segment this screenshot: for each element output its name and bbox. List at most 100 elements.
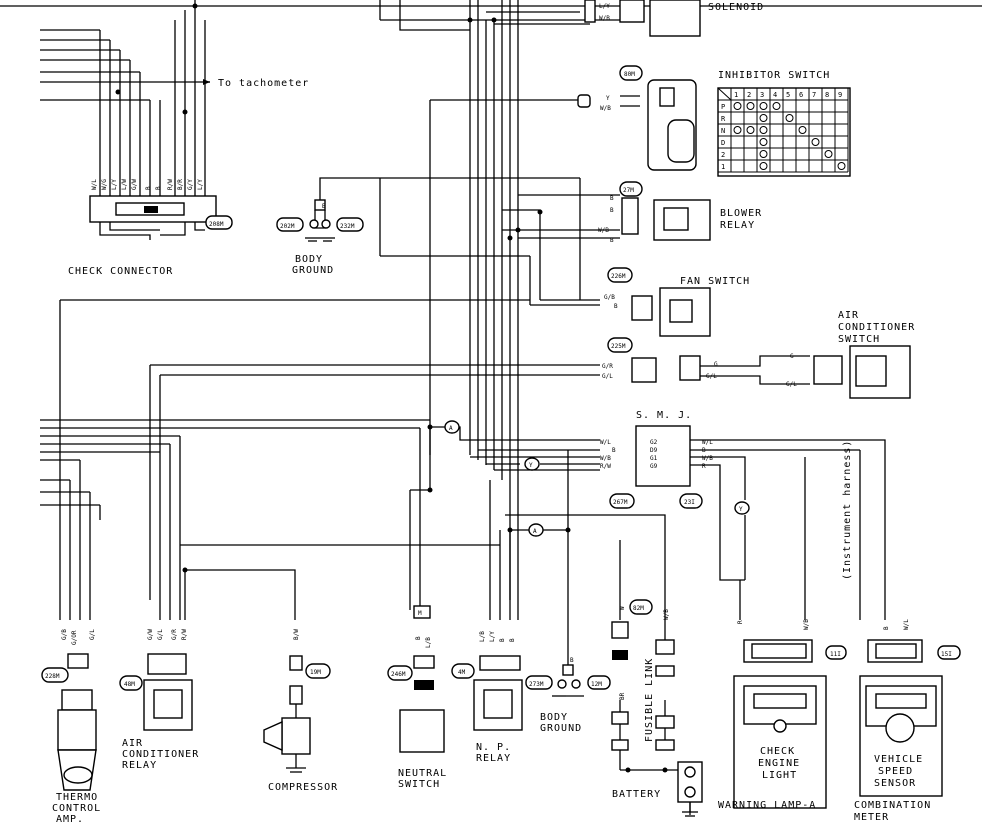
svg-text:W/L: W/L (600, 439, 611, 446)
svg-text:WARNING LAMP-A: WARNING LAMP-A (718, 800, 816, 811)
svg-text:W: W (619, 606, 626, 610)
svg-text:BATTERY: BATTERY (612, 789, 661, 800)
svg-text:RELAY: RELAY (720, 220, 755, 231)
svg-text:METER: METER (854, 812, 889, 823)
inhibitor-col-header: 6 (799, 91, 803, 99)
ac-relay: G/W G/L G/R R/W 48M AIR CONDITIONER RELA… (119, 629, 199, 771)
svg-text:W/L: W/L (702, 439, 713, 446)
inhibitor-col-header: 5 (786, 91, 790, 99)
body-ground-1: B 202M 232M BODY GROUND (276, 199, 364, 276)
svg-text:W/L: W/L (903, 619, 910, 630)
svg-text:11I: 11I (830, 651, 841, 658)
svg-text:B: B (509, 638, 516, 642)
inhibitor-col-header: 4 (773, 91, 777, 99)
junction-dots (115, 3, 668, 773)
svg-text:G/W: G/W (147, 629, 154, 640)
svg-text:AIR: AIR (122, 738, 143, 749)
svg-text:19M: 19M (310, 669, 321, 676)
svg-text:225M: 225M (611, 343, 626, 350)
compressor: B/W 19M COMPRESSOR (263, 629, 338, 793)
svg-text:R: R (702, 463, 706, 470)
svg-text:SPEED: SPEED (878, 766, 913, 777)
svg-text:N. P.: N. P. (476, 742, 511, 753)
svg-text:COMPRESSOR: COMPRESSOR (268, 782, 338, 793)
wires (0, 0, 982, 815)
svg-text:CONTROL: CONTROL (52, 803, 101, 814)
svg-text:G/L: G/L (706, 373, 717, 380)
svg-text:CHECK: CHECK (760, 746, 795, 757)
svg-text:ENGINE: ENGINE (758, 758, 800, 769)
svg-text:G/R: G/R (171, 629, 178, 640)
svg-text:B: B (702, 447, 706, 454)
svg-text:GROUND: GROUND (292, 265, 334, 276)
svg-text:4M: 4M (458, 669, 466, 676)
thermo-control-amp: G/B G/OR G/L 228M THERMO CONTROL AMP. (41, 629, 101, 825)
svg-text:W/B: W/B (702, 455, 713, 462)
check-connector-wire-label: B (155, 186, 162, 190)
svg-text:M: M (418, 610, 422, 617)
svg-text:48M: 48M (124, 681, 135, 688)
inhibitor-row-header: 1 (721, 163, 725, 171)
inhibitor-col-header: 1 (734, 91, 738, 99)
check-connector-wire-label: L/Y (197, 179, 204, 190)
svg-text:23I: 23I (684, 499, 695, 506)
neutral-switch: B L/B 246M NEUTRAL SWITCH (387, 636, 446, 790)
svg-text:W/B: W/B (663, 609, 670, 620)
instrument-harness-label: (Instrument harness) (842, 440, 853, 580)
svg-text:CONDITIONER: CONDITIONER (122, 749, 199, 760)
inhibitor-row-header: 2 (721, 151, 725, 159)
blower-relay: 27M B B W/B B BLOWER RELAY (598, 181, 761, 244)
connector-225m: 225M G/R G/L G G/L (602, 337, 718, 383)
svg-text:L/B: L/B (479, 631, 486, 642)
svg-text:G9: G9 (650, 463, 658, 470)
svg-text:A: A (449, 425, 453, 432)
svg-text:267M: 267M (613, 499, 628, 506)
ac-switch: AIR CONDITIONER SWITCH G G/L (786, 310, 914, 399)
check-connector-wire-label: G/W (131, 179, 138, 190)
check-connector-wire-label: L/Y (111, 179, 118, 190)
inhibitor-col-header: 8 (825, 91, 829, 99)
svg-text:B: B (499, 638, 506, 642)
svg-text:G/L: G/L (89, 629, 96, 640)
svg-text:LIGHT: LIGHT (762, 770, 797, 781)
svg-text:B: B (612, 447, 616, 454)
svg-text:G/OR: G/OR (71, 630, 78, 645)
svg-text:SWITCH: SWITCH (838, 334, 880, 345)
fusible-link: W W/B 82M BR FUSIBLE LINK BATTERY (611, 599, 703, 817)
svg-text:BODY: BODY (295, 254, 323, 265)
svg-text:FUSIBLE LINK: FUSIBLE LINK (644, 658, 655, 742)
svg-text:B: B (610, 237, 614, 244)
svg-text:82M: 82M (633, 605, 644, 612)
svg-text:D9: D9 (650, 447, 658, 454)
svg-text:228M: 228M (45, 673, 60, 680)
svg-text:RELAY: RELAY (122, 760, 157, 771)
svg-text:208M: 208M (209, 221, 224, 228)
svg-text:RELAY: RELAY (476, 753, 511, 764)
svg-text:THERMO: THERMO (56, 792, 98, 803)
svg-text:G: G (714, 361, 718, 368)
check-connector-wire-label: B/R (177, 179, 184, 190)
svg-text:G/B: G/B (604, 294, 615, 301)
svg-text:B/W: B/W (293, 629, 300, 640)
svg-text:G/L: G/L (786, 381, 797, 388)
check-connector-wire-label: W/L (91, 179, 98, 190)
svg-text:Y: Y (529, 462, 533, 469)
inhibitor-row-header: R (721, 115, 726, 123)
svg-text:R/W: R/W (181, 629, 188, 640)
svg-text:AIR: AIR (838, 310, 859, 321)
tachometer-label: To tachometer (218, 78, 309, 89)
svg-text:246M: 246M (391, 671, 406, 678)
solenoid-label: SOLENOID (708, 2, 764, 13)
svg-text:G2: G2 (650, 439, 658, 446)
check-connector-wire-label: W/G (101, 179, 108, 190)
smj: S. M. J. W/L B W/B R/W G2 D9 G1 G9 W/L B… (600, 410, 713, 509)
svg-text:B: B (415, 636, 422, 640)
svg-text:G: G (790, 353, 794, 360)
svg-text:G/L: G/L (602, 373, 613, 380)
svg-text:273M: 273M (529, 681, 544, 688)
svg-text:B: B (614, 303, 618, 310)
svg-text:27M: 27M (623, 187, 634, 194)
